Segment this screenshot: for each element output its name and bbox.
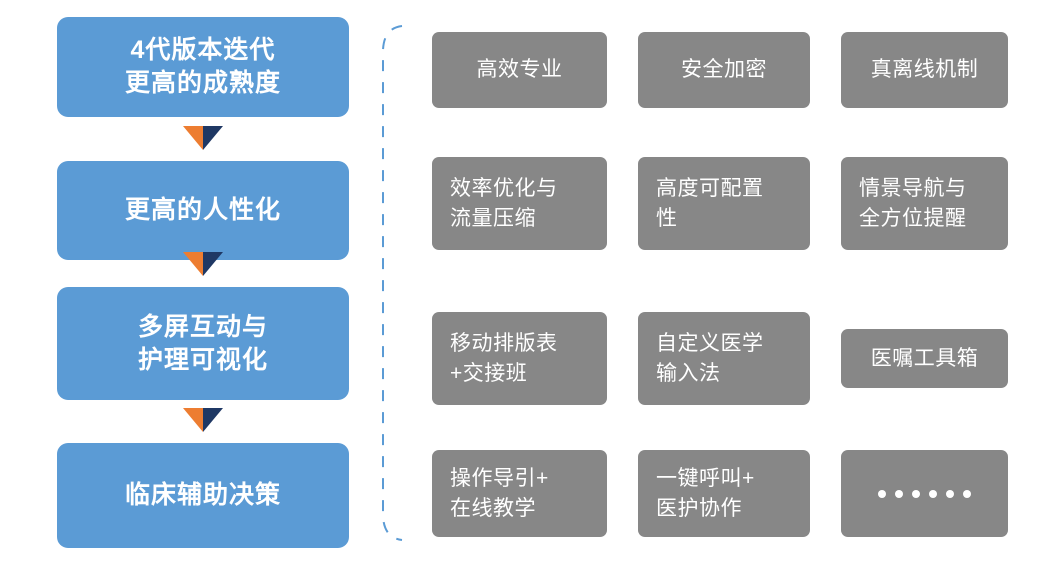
ellipsis-dot bbox=[963, 489, 971, 498]
flow-step-1[interactable]: 4代版本迭代 更高的成熟度 bbox=[57, 17, 349, 117]
feature-box-r1c3[interactable]: 真离线机制 bbox=[841, 32, 1008, 108]
feature-box-r4c2[interactable]: 一键呼叫+ 医护协作 bbox=[638, 450, 810, 537]
chevron-arrow-3 bbox=[183, 408, 223, 432]
feature-box-r1c2[interactable]: 安全加密 bbox=[638, 32, 810, 108]
chevron-arrow-1 bbox=[183, 126, 223, 150]
feature-box-r2c3[interactable]: 情景导航与 全方位提醒 bbox=[841, 157, 1008, 250]
flow-step-2[interactable]: 更高的人性化 bbox=[57, 161, 349, 260]
flow-step-4[interactable]: 临床辅助决策 bbox=[57, 443, 349, 548]
feature-box-r1c1[interactable]: 高效专业 bbox=[432, 32, 607, 108]
feature-box-r2c1[interactable]: 效率优化与 流量压缩 bbox=[432, 157, 607, 250]
ellipsis-dot bbox=[895, 489, 903, 498]
ellipsis-dot bbox=[912, 489, 920, 498]
feature-box-r4c1[interactable]: 操作导引+ 在线教学 bbox=[432, 450, 607, 537]
feature-box-r4c3[interactable] bbox=[841, 450, 1008, 537]
flow-step-3[interactable]: 多屏互动与 护理可视化 bbox=[57, 287, 349, 400]
dashed-bracket bbox=[382, 25, 403, 541]
feature-box-r3c1[interactable]: 移动排版表 +交接班 bbox=[432, 312, 607, 405]
feature-box-r3c3[interactable]: 医嘱工具箱 bbox=[841, 329, 1008, 388]
ellipsis-dot bbox=[878, 489, 886, 498]
chevron-arrow-2 bbox=[183, 252, 223, 276]
ellipsis-dot bbox=[929, 489, 937, 498]
feature-box-r3c2[interactable]: 自定义医学 输入法 bbox=[638, 312, 810, 405]
ellipsis-dots bbox=[841, 489, 1008, 498]
feature-box-r2c2[interactable]: 高度可配置 性 bbox=[638, 157, 810, 250]
ellipsis-dot bbox=[946, 489, 954, 498]
